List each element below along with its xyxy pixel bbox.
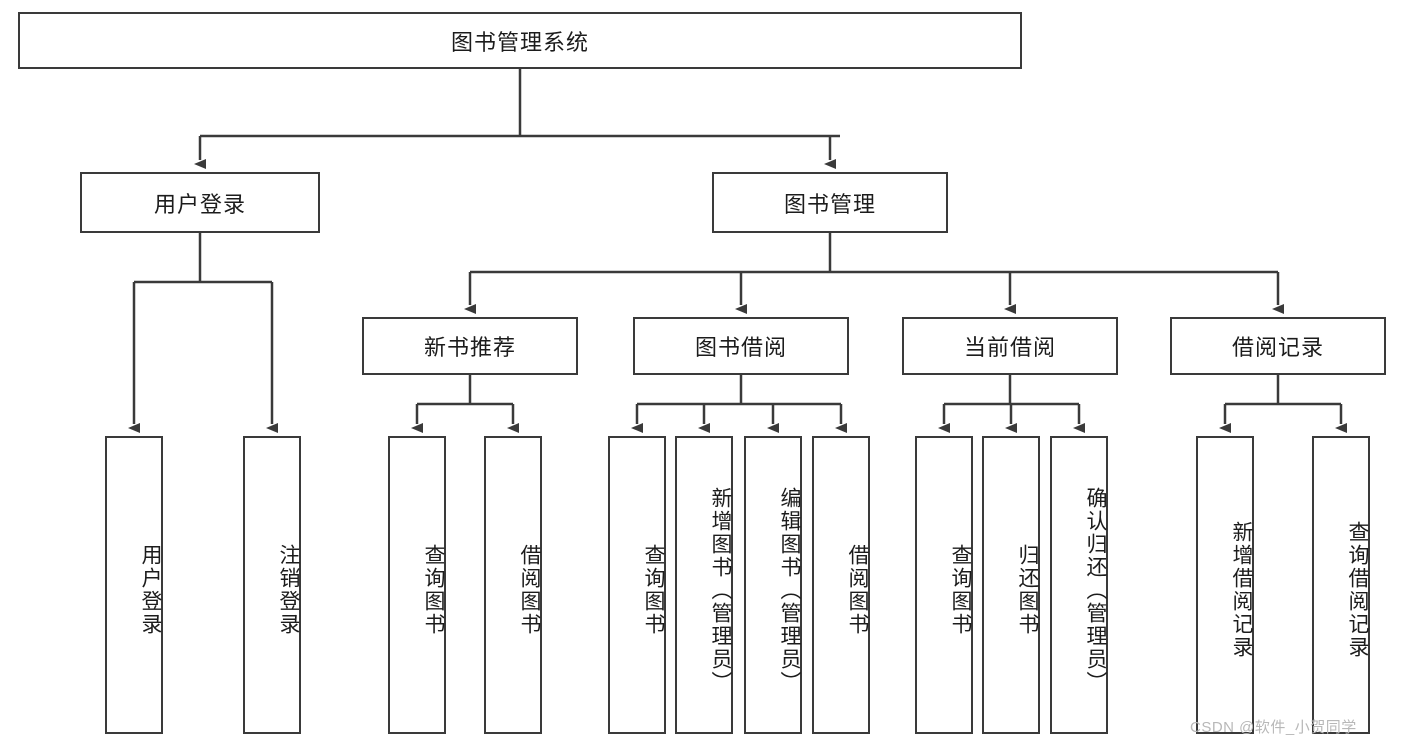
node-leaf-user-login[interactable]: 用户登录 (105, 436, 163, 734)
node-book-borrow[interactable]: 图书借阅 (633, 317, 849, 375)
node-leaf-edit-book-admin[interactable]: 编辑图书（管理员） (744, 436, 802, 734)
node-leaf-query-book-2[interactable]: 查询图书 (608, 436, 666, 734)
node-root-system[interactable]: 图书管理系统 (18, 12, 1022, 69)
node-leaf-query-borrow-record[interactable]: 查询借阅记录 (1312, 436, 1370, 734)
node-leaf-return-book[interactable]: 归还图书 (982, 436, 1040, 734)
node-leaf-add-borrow-record[interactable]: 新增借阅记录 (1196, 436, 1254, 734)
node-borrow-record[interactable]: 借阅记录 (1170, 317, 1386, 375)
node-new-book-recommend[interactable]: 新书推荐 (362, 317, 578, 375)
node-leaf-query-book-3[interactable]: 查询图书 (915, 436, 973, 734)
node-leaf-query-book-1[interactable]: 查询图书 (388, 436, 446, 734)
node-leaf-borrow-book-1[interactable]: 借阅图书 (484, 436, 542, 734)
node-user-login[interactable]: 用户登录 (80, 172, 320, 233)
node-leaf-borrow-book-2[interactable]: 借阅图书 (812, 436, 870, 734)
node-leaf-user-logout[interactable]: 注销登录 (243, 436, 301, 734)
node-book-management[interactable]: 图书管理 (712, 172, 948, 233)
node-leaf-add-book-admin[interactable]: 新增图书（管理员） (675, 436, 733, 734)
node-current-borrow[interactable]: 当前借阅 (902, 317, 1118, 375)
node-leaf-confirm-return-admin[interactable]: 确认归还（管理员） (1050, 436, 1108, 734)
